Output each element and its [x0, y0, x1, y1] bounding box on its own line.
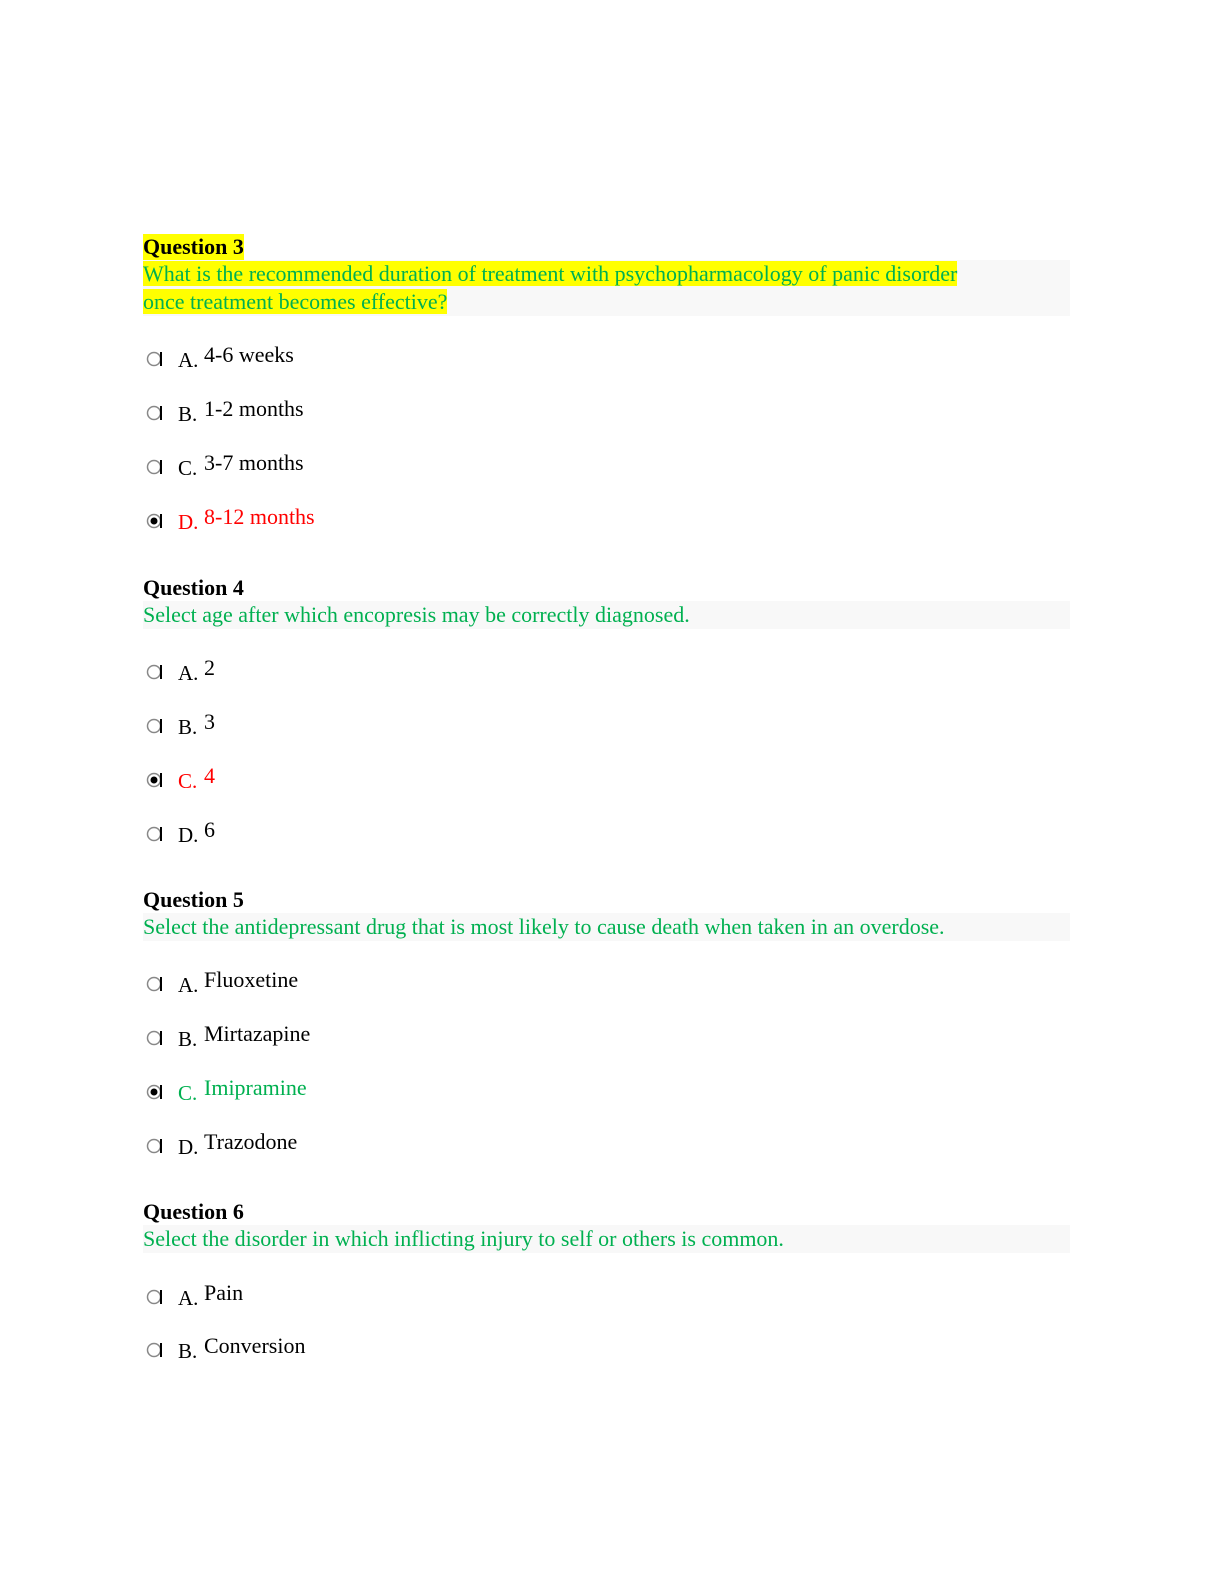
option-text: Imipramine: [204, 1075, 307, 1100]
option-q5-c[interactable]: C. Imipramine: [143, 1075, 743, 1105]
radio-unchecked-icon[interactable]: [146, 1288, 164, 1306]
option-q4-c[interactable]: C. 4: [143, 763, 743, 793]
option-q6-b[interactable]: B. Conversion: [143, 1333, 743, 1363]
option-letter: C.: [178, 456, 198, 480]
option-letter: A.: [178, 661, 199, 685]
option-q3-d[interactable]: D. 8-12 months: [143, 504, 743, 534]
option-letter: A.: [178, 973, 199, 997]
radio-checked-icon[interactable]: [146, 771, 164, 789]
option-q5-a[interactable]: A. Fluoxetine: [143, 967, 743, 997]
option-text: 8-12 months: [204, 504, 315, 529]
radio-unchecked-icon[interactable]: [146, 975, 164, 993]
question-text-line: What is the recommended duration of trea…: [143, 261, 958, 286]
option-letter: C.: [178, 1081, 198, 1105]
question-text: Select age after which encopresis may be…: [143, 601, 1070, 629]
option-q4-d[interactable]: D. 6: [143, 817, 743, 847]
radio-unchecked-icon[interactable]: [146, 458, 164, 476]
question-text-line: once treatment becomes effective?: [143, 289, 448, 314]
question-3: Question 3 What is the recommended durat…: [143, 234, 1070, 316]
option-letter: B.: [178, 1027, 198, 1051]
option-text: Trazodone: [204, 1129, 298, 1154]
option-q3-b[interactable]: B. 1-2 months: [143, 396, 743, 426]
option-q3-a[interactable]: A. 4-6 weeks: [143, 342, 743, 372]
option-q4-b[interactable]: B. 3: [143, 709, 743, 739]
option-letter: B.: [178, 1339, 198, 1363]
radio-unchecked-icon[interactable]: [146, 717, 164, 735]
question-5: Question 5 Select the antidepressant dru…: [143, 887, 1070, 941]
question-title: Question 3: [143, 234, 244, 260]
option-text: 3: [204, 709, 215, 734]
option-text: 3-7 months: [204, 450, 304, 475]
question-text: What is the recommended duration of trea…: [143, 260, 1070, 316]
option-letter: D.: [178, 823, 199, 847]
option-q5-d[interactable]: D. Trazodone: [143, 1129, 743, 1159]
question-title: Question 6: [143, 1199, 244, 1224]
option-text: 6: [204, 817, 215, 842]
option-letter: A.: [178, 348, 199, 372]
option-letter: B.: [178, 715, 198, 739]
option-q4-a[interactable]: A. 2: [143, 655, 743, 685]
radio-checked-icon[interactable]: [146, 1083, 164, 1101]
radio-unchecked-icon[interactable]: [146, 404, 164, 422]
radio-unchecked-icon[interactable]: [146, 1137, 164, 1155]
radio-unchecked-icon[interactable]: [146, 1341, 164, 1359]
option-q3-c[interactable]: C. 3-7 months: [143, 450, 743, 480]
option-letter: D.: [178, 1135, 199, 1159]
option-text: 2: [204, 655, 215, 680]
option-q5-b[interactable]: B. Mirtazapine: [143, 1021, 743, 1051]
option-letter: C.: [178, 769, 198, 793]
option-q6-a[interactable]: A. Pain: [143, 1280, 743, 1310]
question-title: Question 4: [143, 575, 244, 600]
question-6: Question 6 Select the disorder in which …: [143, 1199, 1070, 1253]
option-text: Mirtazapine: [204, 1021, 311, 1046]
option-text: Fluoxetine: [204, 967, 299, 992]
radio-unchecked-icon[interactable]: [146, 663, 164, 681]
question-title: Question 5: [143, 887, 244, 912]
question-text: Select the disorder in which inflicting …: [143, 1225, 1070, 1253]
question-text: Select the antidepressant drug that is m…: [143, 913, 1070, 941]
option-text: 1-2 months: [204, 396, 304, 421]
option-text: Conversion: [204, 1333, 306, 1358]
radio-checked-icon[interactable]: [146, 512, 164, 530]
option-letter: D.: [178, 510, 199, 534]
option-text: 4: [204, 763, 215, 788]
option-letter: B.: [178, 402, 198, 426]
option-text: 4-6 weeks: [204, 342, 294, 367]
radio-unchecked-icon[interactable]: [146, 350, 164, 368]
question-4: Question 4 Select age after which encopr…: [143, 575, 1070, 629]
radio-unchecked-icon[interactable]: [146, 1029, 164, 1047]
option-letter: A.: [178, 1286, 199, 1310]
radio-unchecked-icon[interactable]: [146, 825, 164, 843]
option-text: Pain: [204, 1280, 244, 1305]
